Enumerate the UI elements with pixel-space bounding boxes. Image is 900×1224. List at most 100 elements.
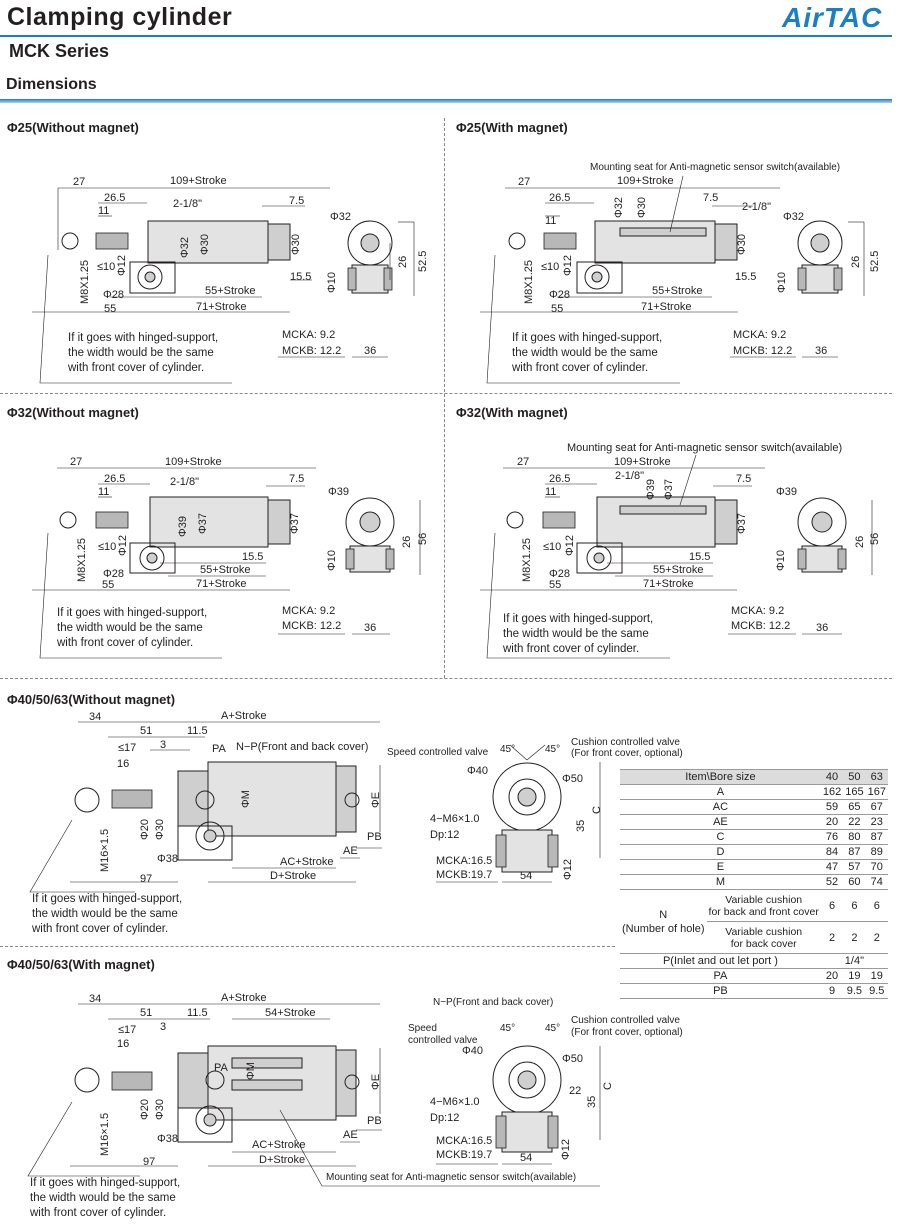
hinge-note: If it goes with hinged-support,the width…: [30, 1177, 181, 1219]
dim-3: 3: [160, 739, 167, 751]
mckb-12-2: MCKB: 12.2: [282, 620, 342, 632]
mckb-12-2: MCKB: 12.2: [733, 345, 793, 357]
angle-45-right: 45°: [545, 1023, 561, 1034]
dim-7-5: 7.5: [703, 192, 719, 204]
dim-phi28: Φ28: [549, 289, 571, 301]
dim-phi28: Φ28: [549, 568, 571, 580]
dim-15-5: 15.5: [735, 271, 757, 283]
dim-3: 3: [160, 1021, 167, 1033]
dim-51: 51: [140, 725, 153, 737]
dim-le10: ≤10: [541, 261, 560, 273]
header-rule: [0, 35, 892, 37]
hinge-note: If it goes with hinged-support,the width…: [512, 332, 663, 374]
dim-109-stroke: 109+Stroke: [617, 175, 674, 187]
speed-valve-note: Speed: [408, 1023, 437, 1034]
hinge-note: If it goes with hinged-support,the width…: [68, 332, 219, 374]
cushion-valve-note-2: (For front cover, optional): [571, 748, 683, 759]
dim-phi38: Φ38: [157, 853, 179, 865]
dim-phi28: Φ28: [103, 289, 125, 301]
dim-pb: PB: [367, 831, 382, 843]
dim-27: 27: [70, 456, 83, 468]
dim-ae: AE: [343, 1129, 358, 1141]
cushion-valve-note: Cushion controlled valve: [571, 737, 680, 748]
dim-le17: ≤17: [118, 742, 137, 754]
drawing-side-view: [480, 175, 865, 384]
table-header-bore-40: 40: [820, 769, 844, 785]
hinge-note: If it goes with hinged-support,the width…: [57, 607, 208, 649]
np-note: N−P(Front and back cover): [236, 741, 369, 753]
port-2-1-8: 2-1/8": [742, 201, 771, 213]
drawing-side-view: [29, 721, 601, 893]
panel-heading: Φ40/50/63(With magnet): [7, 957, 155, 972]
mount-note: Mounting seat for Anti-magnetic sensor s…: [326, 1172, 577, 1183]
dim-36: 36: [815, 345, 828, 357]
page-title: Clamping cylinder: [7, 3, 233, 31]
mckb-12-2: MCKB: 12.2: [282, 345, 342, 357]
dim-11: 11: [98, 205, 110, 217]
mcka-9-2: MCKA: 9.2: [731, 605, 785, 617]
dim-phi40: Φ40: [467, 765, 489, 777]
dim-35: 35: [586, 1095, 598, 1108]
drawing-side-view: [27, 1003, 601, 1187]
dim-109-stroke: 109+Stroke: [170, 175, 227, 187]
depth-12: Dp:12: [430, 1112, 460, 1124]
dim-34: 34: [89, 993, 102, 1005]
dim-11: 11: [98, 486, 110, 498]
divider-row-2: [0, 678, 892, 679]
dim-56: 56: [869, 532, 881, 545]
dim-55: 55: [104, 303, 117, 315]
dim-55: 55: [102, 579, 115, 591]
dim-phi39: Φ39: [645, 478, 657, 500]
drawing-side-view: [32, 187, 415, 384]
drawing-side-view: [32, 467, 421, 659]
panel-heading: Φ32(Without magnet): [7, 405, 139, 420]
dim-36: 36: [364, 345, 377, 357]
dim-26-5: 26.5: [104, 473, 126, 485]
dim-a-stroke: A+Stroke: [221, 992, 267, 1004]
table-header-item: Item\Bore size: [620, 769, 821, 785]
dim-a-stroke: A+Stroke: [221, 710, 267, 722]
dim-11: 11: [545, 215, 557, 227]
table-row: P(Inlet and out let port )1/4": [620, 953, 888, 969]
dim-109-stroke: 109+Stroke: [165, 456, 222, 468]
dim-phi50: Φ50: [562, 773, 584, 785]
dim-phi39-end: Φ39: [328, 486, 350, 498]
dim-54-stroke: 54+Stroke: [265, 1007, 316, 1019]
dim-27: 27: [517, 456, 530, 468]
panel-heading: Φ25(Without magnet): [7, 120, 139, 135]
dim-55-stroke: 55+Stroke: [652, 285, 703, 297]
panel-heading: Φ32(With magnet): [456, 405, 568, 420]
dim-phi30: Φ30: [154, 1098, 166, 1120]
depth-12: Dp:12: [430, 829, 460, 841]
dim-55-stroke: 55+Stroke: [205, 285, 256, 297]
dim-109-stroke: 109+Stroke: [614, 456, 671, 468]
mcka-9-2: MCKA: 9.2: [282, 605, 336, 617]
mount-note: Mounting seat for Anti-magnetic sensor s…: [590, 162, 841, 173]
dim-55: 55: [549, 579, 562, 591]
dim-71-stroke: 71+Stroke: [196, 301, 247, 313]
table-header-bore-50: 50: [843, 769, 866, 785]
angle-45-left: 45°: [500, 744, 516, 755]
angle-45-right: 45°: [545, 744, 561, 755]
dim-15-5: 15.5: [242, 551, 264, 563]
dim-7-5: 7.5: [289, 195, 305, 207]
dim-phi50: Φ50: [562, 1053, 584, 1065]
thread-m6: 4−M6×1.0: [430, 813, 480, 825]
mckb-19-7: MCKB:19.7: [436, 869, 493, 881]
drawing-side-view: [480, 454, 873, 659]
dim-26-5: 26.5: [104, 192, 126, 204]
dim-ac-stroke: AC+Stroke: [280, 856, 334, 868]
np-note: N−P(Front and back cover): [433, 997, 554, 1008]
dim-le10: ≤10: [543, 541, 562, 553]
dim-phi32-end: Φ32: [330, 211, 352, 223]
dim-7-5: 7.5: [289, 473, 305, 485]
table-header-bore-63: 63: [865, 769, 888, 785]
speed-valve-note: Speed controlled valve: [387, 747, 489, 758]
panel-heading: Φ40/50/63(Without magnet): [7, 692, 176, 707]
